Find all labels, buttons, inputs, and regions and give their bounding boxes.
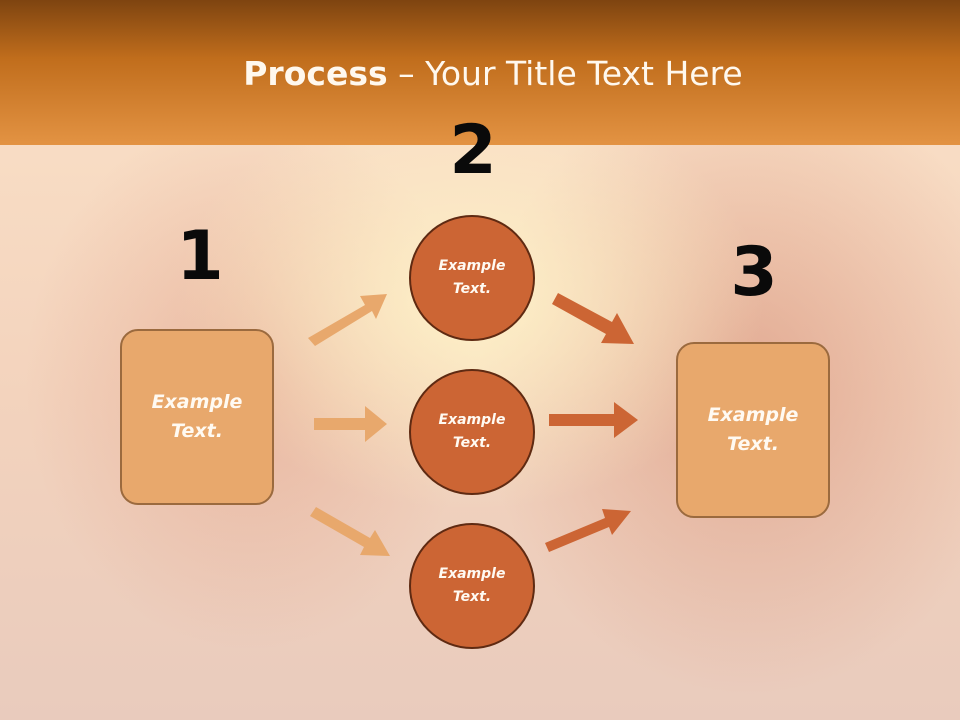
title-strong: Process bbox=[243, 54, 388, 93]
arrow-circle-bottom-to-box3 bbox=[545, 509, 631, 552]
step-circle-bottom[interactable]: Example Text. bbox=[409, 523, 535, 649]
step-box-1-text: Example Text. bbox=[151, 391, 243, 442]
arrow-circle-middle-to-box3 bbox=[549, 402, 638, 438]
step-number-1: 1 bbox=[176, 217, 224, 296]
step-box-3-text: Example Text. bbox=[707, 404, 799, 455]
arrow-box1-to-circle-middle bbox=[314, 406, 387, 442]
step-circle-middle-text: Example Text. bbox=[438, 412, 506, 451]
arrow-circle-top-to-box3 bbox=[552, 293, 634, 344]
title-bar: Process – Your Title Text Here bbox=[0, 0, 960, 145]
arrow-box1-to-circle-bottom bbox=[310, 507, 390, 556]
step-circle-top[interactable]: Example Text. bbox=[409, 215, 535, 341]
step-circle-middle[interactable]: Example Text. bbox=[409, 369, 535, 495]
step-box-3[interactable]: Example Text. bbox=[676, 342, 830, 518]
step-box-1[interactable]: Example Text. bbox=[120, 329, 274, 505]
step-circle-bottom-text: Example Text. bbox=[438, 566, 506, 605]
slide-title[interactable]: Process – Your Title Text Here bbox=[0, 54, 960, 94]
step-number-2: 2 bbox=[449, 111, 497, 190]
arrow-box1-to-circle-top bbox=[308, 294, 387, 346]
step-circle-top-text: Example Text. bbox=[438, 258, 506, 297]
step-number-3: 3 bbox=[730, 233, 778, 312]
title-rest: – Your Title Text Here bbox=[387, 54, 743, 93]
